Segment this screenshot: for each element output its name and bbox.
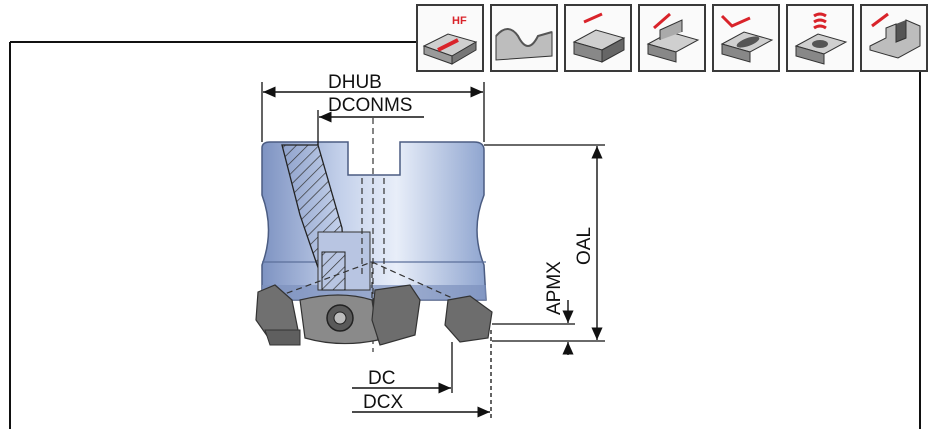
slot-milling-icon[interactable] (860, 4, 928, 72)
dc-label: DC (368, 368, 395, 389)
shoulder-milling-icon[interactable] (638, 4, 706, 72)
dhub-label: DHUB (328, 72, 382, 93)
slot-ramping-icon[interactable] (712, 4, 780, 72)
face-milling-icon[interactable] (564, 4, 632, 72)
cutting-inserts (255, 284, 493, 346)
helical-interpolation-icon[interactable] (786, 4, 854, 72)
dcx-label: DCX (363, 392, 403, 413)
oal-label: OAL (574, 227, 595, 265)
profile-milling-icon[interactable] (490, 4, 558, 72)
hf-face-milling-icon[interactable]: HF (416, 4, 484, 72)
hf-label: HF (452, 15, 467, 27)
dconms-label: DCONMS (328, 95, 412, 116)
operation-icon-strip: HF (416, 4, 930, 76)
apmx-label: APMX (544, 261, 565, 315)
cutter-body (261, 141, 487, 301)
